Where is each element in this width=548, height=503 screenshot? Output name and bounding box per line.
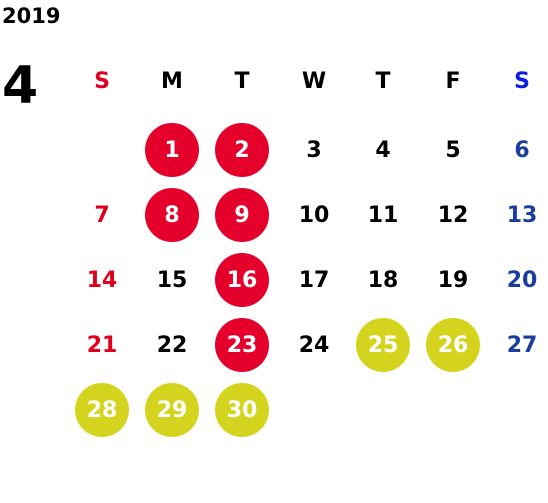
day-cell-marked[interactable]: 28 [75,383,129,437]
day-cell-marked[interactable]: 2 [215,123,269,177]
day-cell[interactable]: 24 [298,332,330,358]
day-cell-marked[interactable]: 29 [145,383,199,437]
day-cell[interactable]: 5 [445,137,461,163]
day-cell[interactable]: 11 [367,202,399,228]
day-cell[interactable]: 19 [437,267,469,293]
weekday-header: F [445,68,461,94]
day-cell[interactable]: 4 [375,137,391,163]
day-cell-marked[interactable]: 25 [356,318,410,372]
day-cell[interactable]: 27 [506,332,538,358]
day-cell-marked[interactable]: 16 [215,253,269,307]
weekday-header: S [514,68,530,94]
day-cell-marked[interactable]: 26 [426,318,480,372]
day-cell[interactable]: 22 [156,332,188,358]
weekday-header: M [161,68,183,94]
day-cell[interactable]: 3 [306,137,322,163]
day-cell[interactable]: 6 [514,137,530,163]
weekday-header: T [375,68,391,94]
weekday-header: S [94,68,110,94]
weekday-header: T [234,68,250,94]
year-label: 2019 [2,4,61,28]
day-cell[interactable]: 20 [506,267,538,293]
day-cell[interactable]: 21 [86,332,118,358]
day-cell[interactable]: 18 [367,267,399,293]
month-number: 4 [2,56,39,116]
day-cell[interactable]: 17 [298,267,330,293]
day-cell[interactable]: 10 [298,202,330,228]
day-cell[interactable]: 14 [86,267,118,293]
day-cell[interactable]: 13 [506,202,538,228]
day-cell[interactable]: 7 [94,202,110,228]
day-cell-marked[interactable]: 30 [215,383,269,437]
weekday-header: W [301,68,327,94]
day-cell-marked[interactable]: 9 [215,188,269,242]
day-cell-marked[interactable]: 8 [145,188,199,242]
day-cell-marked[interactable]: 1 [145,123,199,177]
day-cell[interactable]: 15 [156,267,188,293]
day-cell-marked[interactable]: 23 [215,318,269,372]
day-cell[interactable]: 12 [437,202,469,228]
